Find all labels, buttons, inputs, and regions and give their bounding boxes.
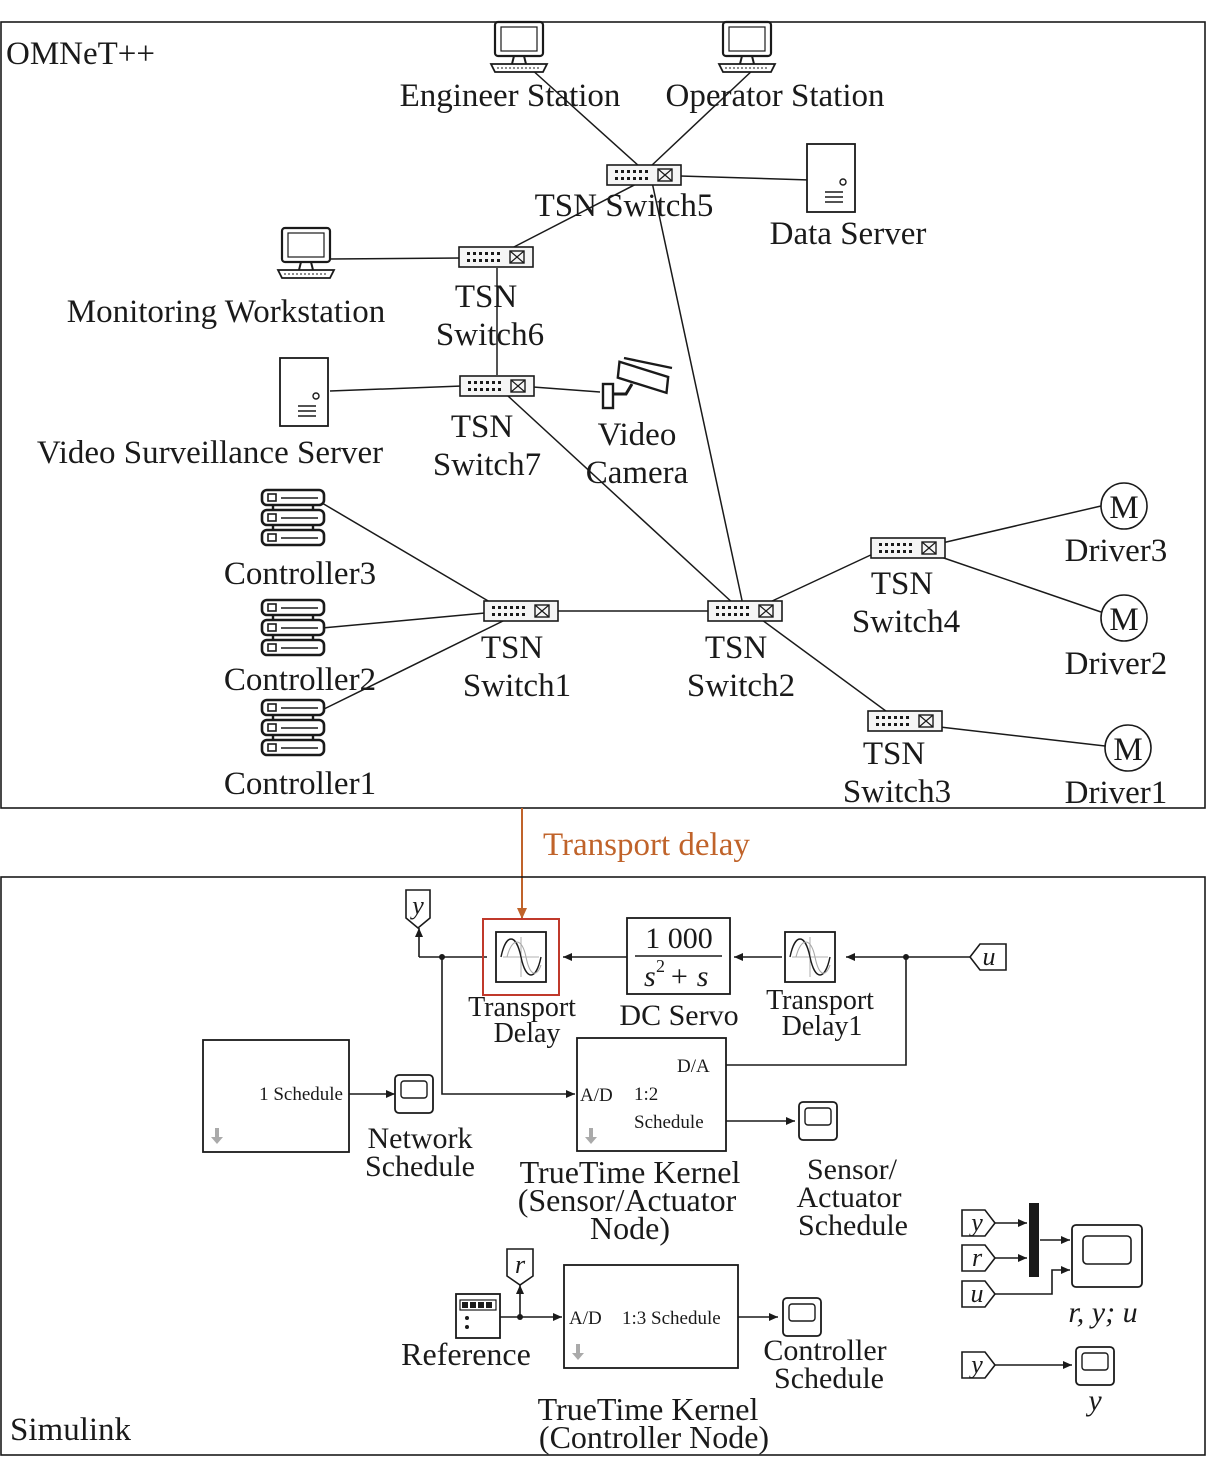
network-block-port-label: 1 Schedule	[259, 1084, 343, 1105]
omnet-panel: OMNeT++	[0, 20, 1206, 811]
svg-text:M: M	[1113, 732, 1142, 768]
engineer-station-label: Engineer Station	[400, 78, 621, 114]
controller1-icon	[260, 698, 326, 757]
svg-text:M: M	[1109, 602, 1138, 638]
svg-text:s: s	[644, 960, 656, 993]
svg-text:Schedule: Schedule	[634, 1112, 704, 1133]
omnet-panel-label: OMNeT++	[6, 36, 155, 72]
transport-delay-link-label: Transport delay	[543, 827, 750, 863]
svg-text:y: y	[968, 1350, 983, 1379]
controller1-label: Controller1	[224, 766, 376, 802]
tsn-switch5-icon	[606, 164, 682, 186]
reference-block	[455, 1293, 501, 1339]
transport-delay-link: Transport delay	[517, 808, 750, 919]
from-tag-u-2: u	[961, 1279, 997, 1308]
from-tag-u: u	[968, 942, 1007, 971]
tsn-switch2-icon	[707, 600, 783, 622]
tsn-switch6-icon	[458, 246, 534, 268]
ryu-scope	[1071, 1224, 1143, 1288]
video-surveillance-server-label: Video Surveillance Server	[37, 435, 383, 471]
dc-servo-label: DC Servo	[619, 999, 738, 1032]
truetime-kernel-controller-label: TrueTime Kernel(Controller Node)	[538, 1391, 769, 1455]
sensor-actuator-schedule-scope	[798, 1101, 838, 1141]
goto-tag-y: y	[405, 889, 431, 930]
y-scope	[1075, 1346, 1115, 1386]
tsn-switch5-label: TSN Switch5	[535, 188, 714, 224]
svg-text:u: u	[983, 942, 996, 971]
controller-schedule-scope	[782, 1297, 822, 1337]
tsn-switch7-icon	[459, 375, 535, 397]
network-schedule-scope	[394, 1074, 434, 1114]
network-links	[321, 67, 1106, 747]
driver1-label: Driver1	[1065, 775, 1168, 811]
controller3-label: Controller3	[224, 556, 376, 592]
y-scope-label: y	[1085, 1384, 1102, 1417]
from-tag-y-2: y	[961, 1350, 997, 1379]
driver1-motor-icon: M	[1104, 724, 1152, 772]
video-surveillance-server-icon	[279, 357, 329, 427]
driver2-motor-icon: M	[1100, 594, 1148, 642]
monitoring-workstation-computer-icon	[276, 226, 336, 280]
svg-text:D/A: D/A	[677, 1056, 710, 1077]
transport-delay1-block	[784, 931, 836, 983]
tsn-switch1-icon	[483, 600, 559, 622]
operator-station-label: Operator Station	[665, 78, 884, 114]
svg-text:1:3 Schedule: 1:3 Schedule	[622, 1308, 721, 1329]
tsn-switch3-icon	[867, 710, 943, 732]
from-tag-r: r	[961, 1243, 997, 1272]
truetime-kernel-controller-block: A/D 1:3 Schedule	[563, 1264, 739, 1369]
simulink-panel-label: Simulink	[10, 1412, 132, 1448]
truetime-kernel-sensor-actuator-block: D/A A/D 1:2 Schedule	[576, 1037, 727, 1152]
svg-text:A/D: A/D	[569, 1308, 602, 1329]
svg-text:y: y	[409, 891, 424, 920]
svg-text:A/D: A/D	[580, 1085, 613, 1106]
reference-label: Reference	[401, 1336, 531, 1372]
controller3-icon	[260, 488, 326, 547]
simulink-panel: Simulink y	[0, 876, 1206, 1456]
engineer-station-computer-icon	[489, 20, 549, 74]
tsn-switch4-icon	[870, 537, 946, 559]
dc-servo-block: 1 000 s 2 + s	[626, 917, 731, 995]
monitoring-workstation-label: Monitoring Workstation	[67, 294, 385, 330]
controller2-icon	[260, 598, 326, 657]
transport-delay-block	[482, 918, 560, 996]
svg-text:1 000: 1 000	[645, 922, 713, 955]
svg-text:y: y	[968, 1208, 983, 1237]
driver3-label: Driver3	[1065, 533, 1168, 569]
mux-block	[1029, 1203, 1039, 1277]
video-camera-icon	[601, 356, 673, 410]
svg-text:u: u	[971, 1279, 984, 1308]
svg-text:2: 2	[656, 956, 665, 976]
svg-text:M: M	[1109, 490, 1138, 526]
operator-station-computer-icon	[717, 20, 777, 74]
svg-text:1:2: 1:2	[634, 1084, 658, 1105]
ryu-scope-label: r, y; u	[1068, 1296, 1137, 1329]
from-tag-y: y	[961, 1208, 997, 1237]
driver3-motor-icon: M	[1100, 482, 1148, 530]
controller2-label: Controller2	[224, 662, 376, 698]
svg-text:+ s: + s	[669, 960, 708, 993]
goto-tag-r: r	[506, 1248, 534, 1286]
data-server-icon	[806, 143, 856, 213]
data-server-label: Data Server	[770, 216, 927, 252]
driver2-label: Driver2	[1065, 646, 1168, 682]
network-block: 1 Schedule	[202, 1039, 350, 1153]
svg-text:r: r	[972, 1243, 983, 1272]
svg-text:r: r	[515, 1250, 526, 1279]
